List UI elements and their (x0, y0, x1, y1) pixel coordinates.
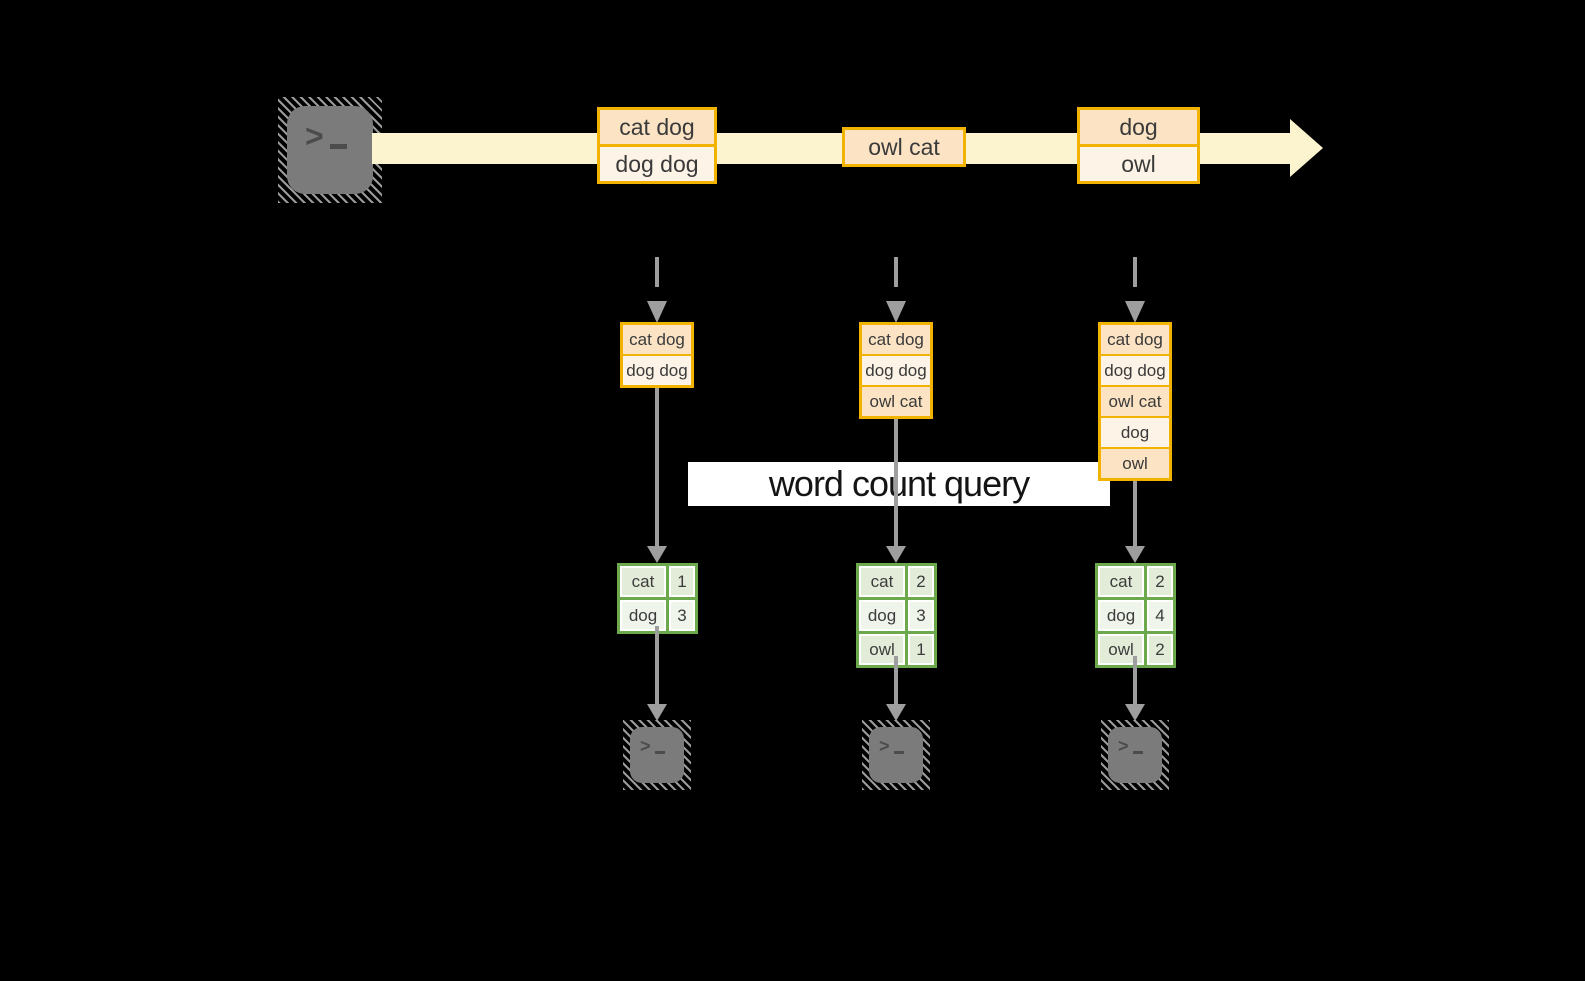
count-word: owl (859, 634, 905, 665)
connector-line (1133, 481, 1137, 546)
buffer-line: owl cat (862, 385, 930, 416)
buffer-line: owl (1101, 447, 1169, 478)
arrowhead-down-icon (1125, 704, 1145, 721)
terminal-prompt-glyph: > (305, 118, 324, 154)
count-value: 1 (908, 634, 934, 665)
arrowhead-down-icon (886, 704, 906, 721)
count-value: 1 (669, 566, 695, 597)
terminal-prompt-glyph: > (640, 736, 651, 756)
count-word: dog (859, 600, 905, 631)
count-table-2: cat 2 dog 3 owl 1 (856, 563, 937, 668)
buffer-line: cat dog (623, 325, 691, 354)
buffer-node-2: cat dog dog dog owl cat (859, 322, 933, 419)
connector-line (894, 419, 898, 546)
dashed-arrow-down-icon (1125, 257, 1145, 323)
stream-event-1: cat dog dog dog (597, 107, 717, 184)
count-word: cat (859, 566, 905, 597)
dashed-arrow-down-icon (886, 257, 906, 323)
count-value: 2 (1147, 634, 1173, 665)
terminal-icon: > (862, 720, 930, 790)
terminal-prompt-glyph: > (879, 736, 890, 756)
terminal-icon-body: > (630, 727, 684, 783)
arrowhead-down-icon (647, 704, 667, 721)
arrowhead-down-icon (647, 546, 667, 563)
event-line: owl (1080, 144, 1197, 181)
count-word: cat (1098, 566, 1144, 597)
count-word: cat (620, 566, 666, 597)
stream-event-3: dog owl (1077, 107, 1200, 184)
buffer-line: owl cat (1101, 385, 1169, 416)
count-value: 2 (908, 566, 934, 597)
query-label-band: word count query (688, 462, 1110, 506)
count-value: 3 (669, 600, 695, 631)
count-word: owl (1098, 634, 1144, 665)
connector-line (655, 388, 659, 546)
terminal-icon-body: > (287, 106, 373, 194)
buffer-line: dog (1101, 416, 1169, 447)
buffer-line: dog dog (623, 354, 691, 385)
count-word: dog (1098, 600, 1144, 631)
terminal-icon: > (1101, 720, 1169, 790)
buffer-line: dog dog (1101, 354, 1169, 385)
arrowhead-down-icon (1125, 546, 1145, 563)
event-line: dog dog (600, 144, 714, 181)
connector-line (655, 626, 659, 704)
buffer-line: cat dog (1101, 325, 1169, 354)
terminal-cursor-glyph (329, 144, 347, 149)
arrowhead-down-icon (886, 546, 906, 563)
buffer-node-3: cat dog dog dog owl cat dog owl (1098, 322, 1172, 481)
terminal-icon-body: > (869, 727, 923, 783)
stream-event-2: owl cat (842, 127, 966, 167)
buffer-line: dog dog (862, 354, 930, 385)
buffer-node-1: cat dog dog dog (620, 322, 694, 388)
terminal-prompt-glyph: > (1118, 736, 1129, 756)
count-word: dog (620, 600, 666, 631)
terminal-icon-body: > (1108, 727, 1162, 783)
event-line: owl cat (845, 130, 963, 164)
buffer-line: cat dog (862, 325, 930, 354)
count-value: 3 (908, 600, 934, 631)
event-line: dog (1080, 110, 1197, 144)
count-table-1: cat 1 dog 3 (617, 563, 698, 634)
stream-timeline-arrowhead-icon (1290, 119, 1323, 177)
count-value: 2 (1147, 566, 1173, 597)
event-line: cat dog (600, 110, 714, 144)
connector-line (894, 656, 898, 704)
count-table-3: cat 2 dog 4 owl 2 (1095, 563, 1176, 668)
terminal-cursor-glyph (1132, 751, 1143, 754)
terminal-cursor-glyph (893, 751, 904, 754)
terminal-cursor-glyph (654, 751, 665, 754)
terminal-icon: > (278, 97, 382, 203)
connector-line (1133, 656, 1137, 704)
count-value: 4 (1147, 600, 1173, 631)
dashed-arrow-down-icon (647, 257, 667, 323)
query-label: word count query (768, 463, 1030, 504)
terminal-icon: > (623, 720, 691, 790)
